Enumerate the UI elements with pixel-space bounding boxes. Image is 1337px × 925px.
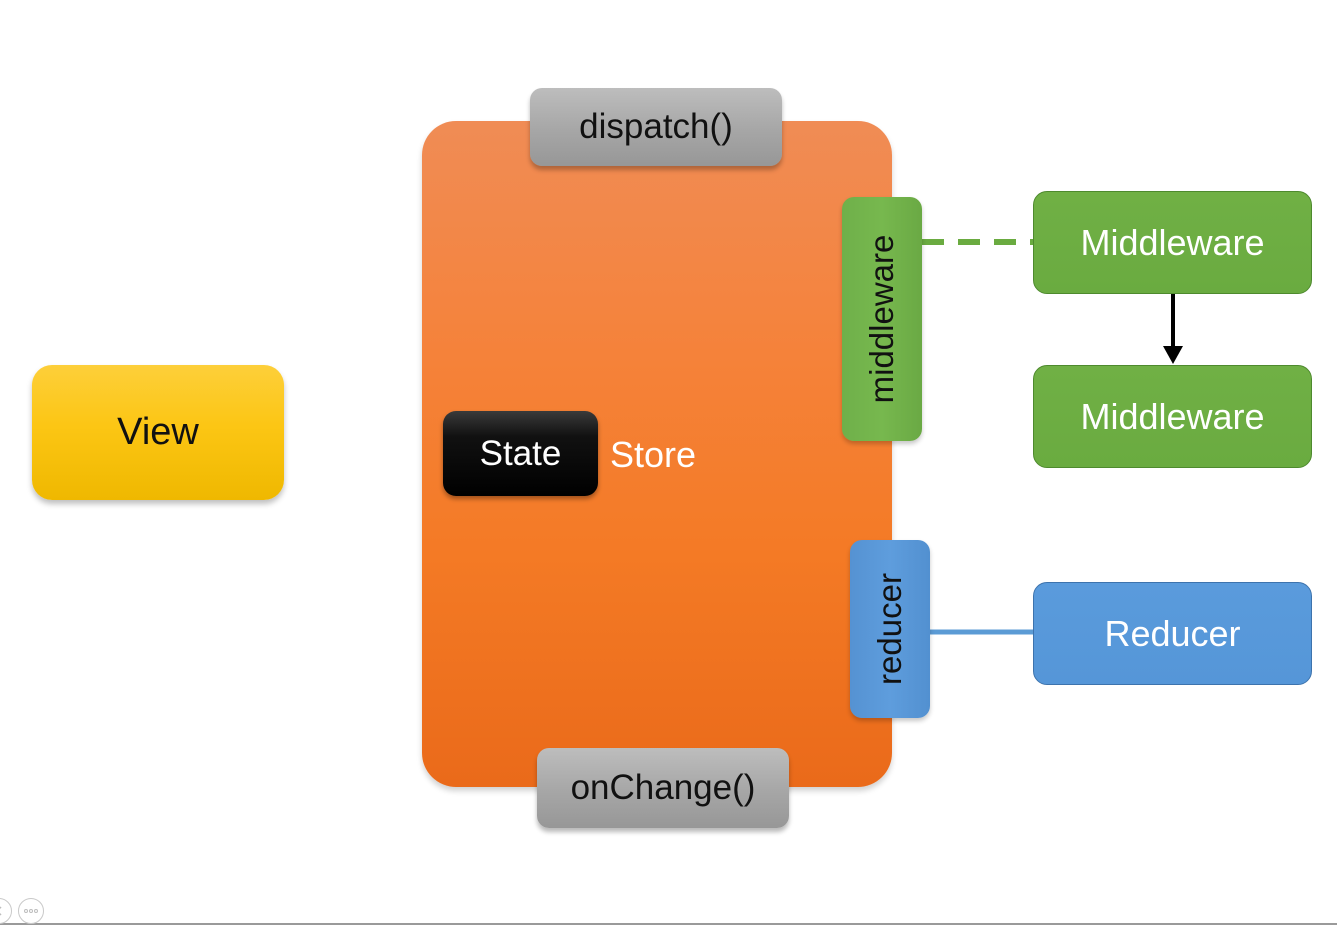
middleware-arrow-head <box>1163 346 1183 364</box>
ellipsis-icon[interactable] <box>18 898 44 924</box>
bottom-divider <box>0 923 1337 925</box>
middleware-box-2: Middleware <box>1033 365 1312 468</box>
view-label: View <box>117 411 199 453</box>
state-box: State <box>443 411 598 496</box>
dispatch-label: dispatch() <box>579 107 733 146</box>
middleware-tab: middleware <box>842 197 922 441</box>
store-label: Store <box>610 434 697 475</box>
state-label: State <box>479 433 562 473</box>
reducer-box: Reducer <box>1033 582 1312 685</box>
onchange-method: onChange() <box>537 748 789 828</box>
dispatch-method: dispatch() <box>530 88 782 166</box>
reducer-tab: reducer <box>850 540 930 718</box>
view-box: View <box>32 365 284 500</box>
reducer-box-label: Reducer <box>1104 612 1241 654</box>
middleware-box-label: Middleware <box>1080 395 1265 437</box>
middleware-tab-label: middleware <box>863 234 900 404</box>
circle-arrow-icon[interactable] <box>0 898 12 924</box>
middleware-box-1: Middleware <box>1033 191 1312 294</box>
middleware-box-label: Middleware <box>1080 221 1265 263</box>
reducer-tab-label: reducer <box>871 573 908 685</box>
onchange-label: onChange() <box>570 768 756 807</box>
